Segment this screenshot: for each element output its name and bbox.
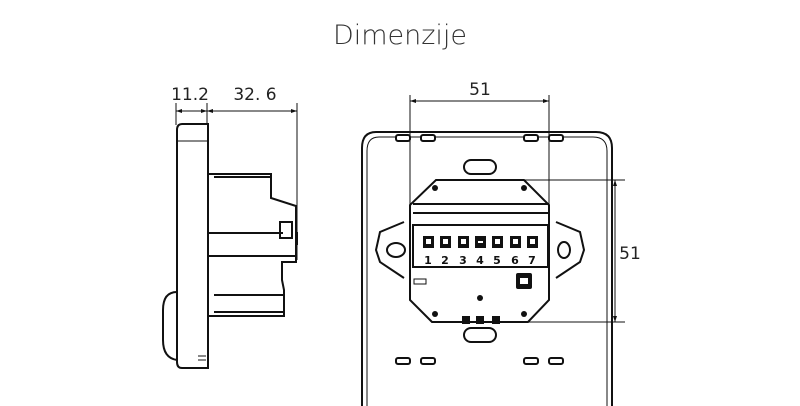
terminal-6: 6: [510, 236, 521, 267]
terminal-1: 1: [423, 236, 434, 267]
svg-text:2: 2: [441, 254, 449, 267]
terminal-5: 5: [492, 236, 503, 267]
front-plate-side: [162, 123, 209, 369]
svg-text:3: 3: [459, 254, 467, 267]
dim-front-depth-label: 11.2: [171, 85, 209, 105]
terminal-2: 2: [440, 236, 451, 267]
svg-text:5: 5: [493, 254, 501, 267]
svg-text:4: 4: [476, 254, 484, 267]
back-plate: [361, 131, 613, 406]
side-view: 11.2 32. 6: [162, 85, 298, 369]
dim-width-label: 51: [469, 80, 491, 100]
front-view: 51 51: [361, 80, 641, 406]
svg-text:6: 6: [511, 254, 519, 267]
dim-body-depth-label: 32. 6: [233, 85, 276, 105]
terminal-4: 4: [475, 236, 486, 267]
terminal-module: [409, 179, 550, 324]
body-side: [208, 173, 298, 317]
svg-text:7: 7: [528, 254, 536, 267]
mounting-ears: [374, 221, 586, 279]
terminal-7: 7: [527, 236, 538, 267]
diagram-title: Dimenzije: [333, 20, 467, 51]
front-dimension-lines: [409, 95, 625, 323]
dim-height-label: 51: [619, 244, 641, 264]
terminal-3: 3: [458, 236, 469, 267]
side-dimension-lines: [175, 103, 298, 260]
terminal-block: 1 2 3 4 5 6 7: [423, 236, 538, 267]
svg-text:1: 1: [424, 254, 432, 267]
